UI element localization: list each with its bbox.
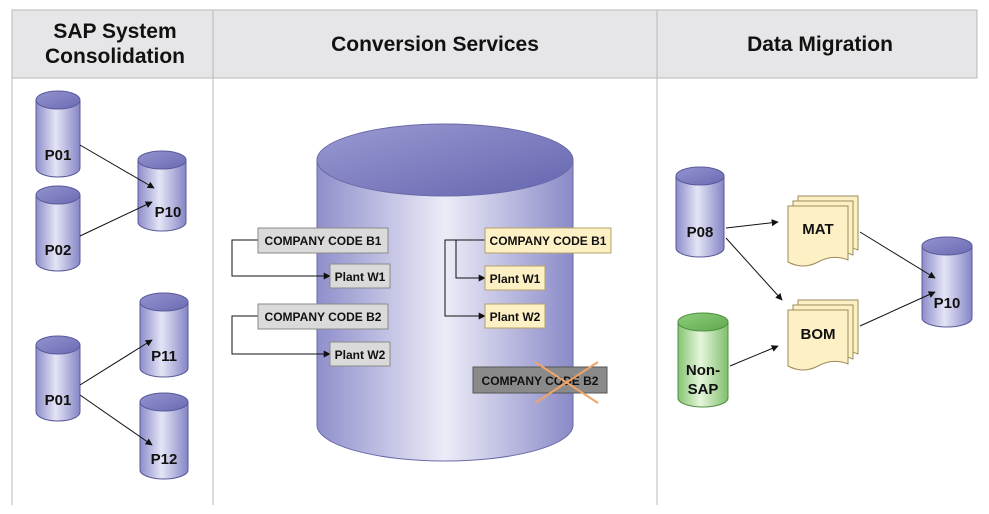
document-stack-bom: BOM — [787, 299, 859, 371]
plant-box: Plant W1 — [484, 265, 546, 291]
arrow-p01-to-p12 — [79, 394, 153, 446]
database-p11-split: P11 — [139, 292, 189, 378]
company-code-box: COMPANY CODE B1 — [257, 227, 389, 254]
svg-text:COMPANY CODE B2: COMPANY CODE B2 — [482, 374, 599, 388]
database-label: P01 — [45, 147, 72, 164]
company-code-box: COMPANY CODE B2 — [257, 303, 389, 330]
database-p02-merge: P02 — [35, 185, 81, 272]
svg-text:Plant W2: Plant W2 — [335, 348, 386, 362]
svg-text:COMPANY CODE B1: COMPANY CODE B1 — [490, 234, 607, 248]
arrow-p02-to-p10 — [79, 201, 153, 237]
header-consolidation-line1: SAP System — [53, 20, 176, 43]
arrow-p08-to-bom — [725, 237, 783, 301]
cross-line — [534, 361, 599, 404]
svg-text:COMPANY CODE B2: COMPANY CODE B2 — [265, 310, 382, 324]
database-non-sap: Non- SAP — [677, 312, 729, 408]
connector-b1-to-w2 — [444, 239, 486, 320]
database-label-line2: SAP — [688, 381, 719, 398]
svg-text:Plant W1: Plant W1 — [490, 272, 541, 286]
arrow-mat-to-p10 — [859, 231, 936, 279]
consolidation-merge-group: P01 P02 P10 — [35, 90, 187, 272]
database-label: P08 — [687, 224, 714, 241]
company-code-box: COMPANY CODE B1 — [484, 227, 612, 254]
connector-b1-to-w1 — [231, 239, 331, 280]
arrow-bom-to-p10 — [859, 291, 936, 327]
arrow-p01-to-p11 — [79, 339, 153, 386]
svg-text:Plant W1: Plant W1 — [335, 270, 386, 284]
arrow-nonsap-to-bom — [729, 345, 779, 367]
header-data-migration: Data Migration — [747, 33, 893, 56]
database-p12-split: P12 — [139, 392, 189, 480]
removed-company-code-box: COMPANY CODE B2 — [472, 361, 608, 404]
document-label: MAT — [802, 221, 833, 238]
document-label: BOM — [801, 326, 836, 343]
document-stack-mat: MAT — [787, 195, 859, 267]
database-label: P11 — [151, 348, 177, 365]
database-label: P12 — [151, 451, 178, 468]
connector-b1-to-w1 — [455, 240, 486, 282]
database-label: P01 — [45, 392, 72, 409]
arrow-p01-to-p10 — [79, 144, 155, 189]
header-conversion-services: Conversion Services — [331, 33, 539, 56]
plant-box: Plant W2 — [484, 303, 546, 329]
connector-b2-to-w2 — [231, 315, 331, 358]
plant-box: Plant W2 — [329, 341, 391, 367]
plant-box: Plant W1 — [329, 263, 391, 289]
database-p08: P08 — [675, 166, 725, 258]
arrow-p08-to-mat — [725, 219, 779, 229]
database-label: P02 — [45, 242, 72, 259]
database-label-line1: Non- — [686, 362, 720, 379]
database-p01-split: P01 — [35, 335, 81, 422]
conversion-before: COMPANY CODE B1 Plant W1 COMPANY CODE B2… — [231, 227, 391, 367]
svg-text:COMPANY CODE B1: COMPANY CODE B1 — [265, 234, 382, 248]
header-consolidation-line2: Consolidation — [45, 45, 185, 68]
conversion-after: COMPANY CODE B1 Plant W1 Plant W2 COMPAN… — [444, 227, 612, 404]
database-p10-consolidated: P10 — [137, 150, 187, 232]
consolidation-split-group: P11 P01 P12 — [35, 292, 189, 480]
header-background — [11, 9, 978, 79]
header-row: SAP System Consolidation Conversion Serv… — [11, 9, 978, 505]
database-p01-merge: P01 — [35, 90, 81, 178]
database-label: P10 — [934, 295, 961, 312]
svg-text:Plant W2: Plant W2 — [490, 310, 541, 324]
migration-group: P08 Non- SAP MAT BOM P10 — [675, 166, 973, 408]
database-p10-migrated: P10 — [921, 236, 973, 328]
database-label: P10 — [155, 204, 182, 221]
